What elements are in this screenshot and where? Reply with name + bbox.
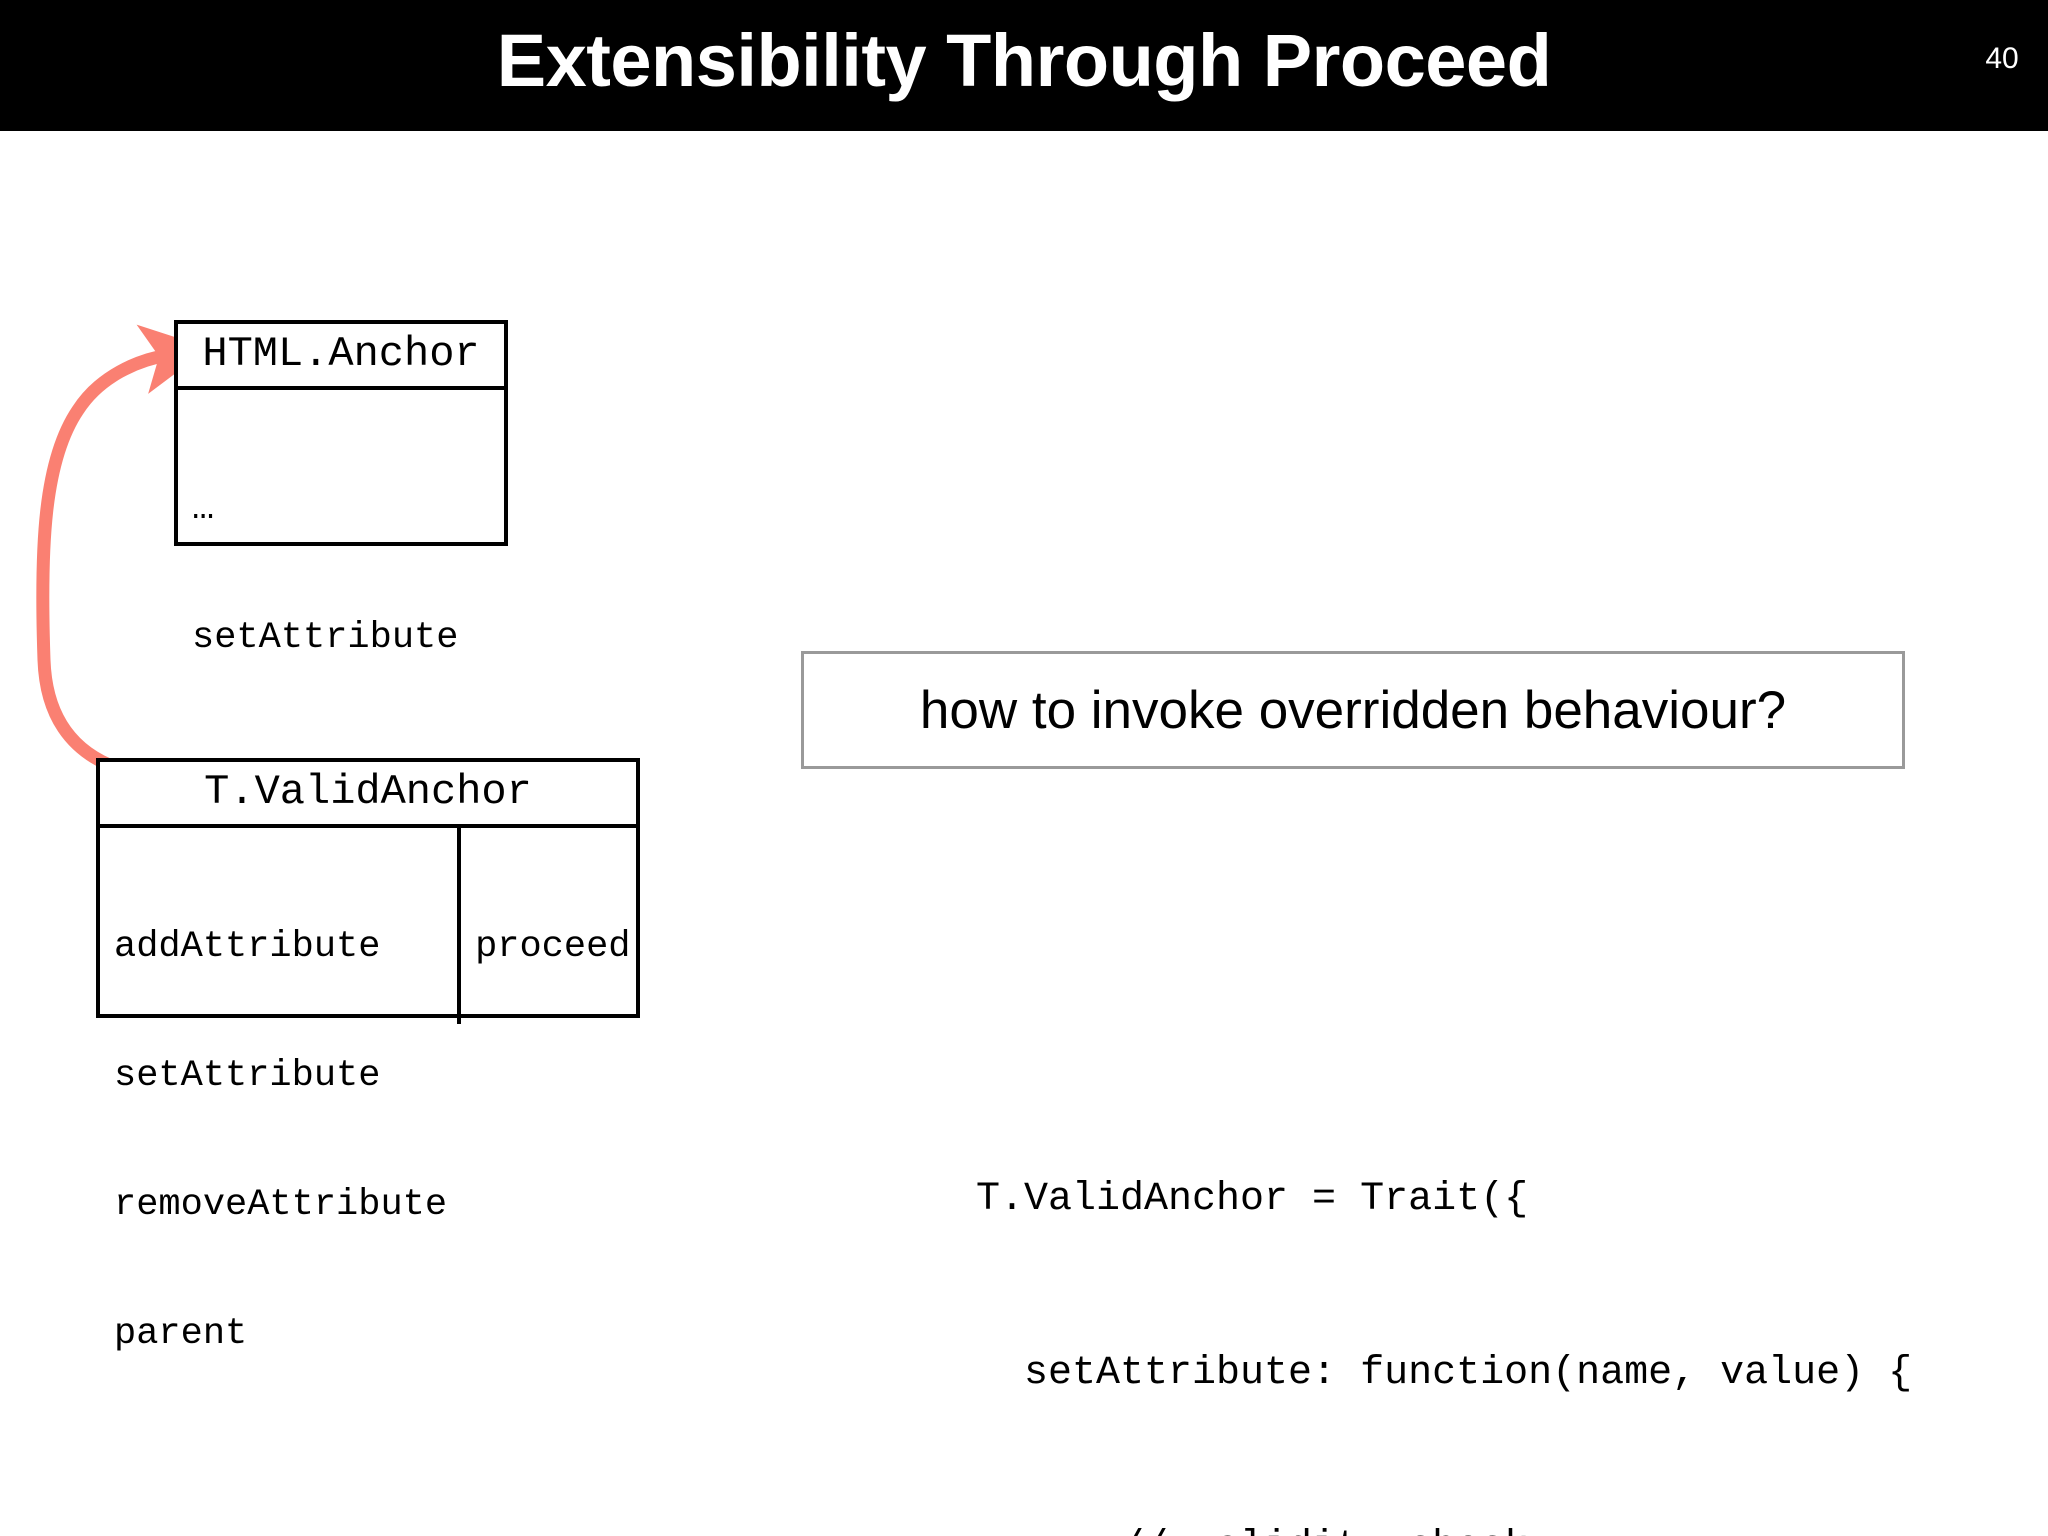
class-title-html-anchor: HTML.Anchor — [178, 324, 504, 390]
page-title: Extensibility Through Proceed — [496, 19, 1552, 102]
class-member: removeAttribute — [114, 1184, 448, 1226]
slide-page-number: 40 — [1985, 42, 2019, 75]
class-box-valid-anchor: T.ValidAnchor addAttribute setAttribute … — [96, 758, 640, 1355]
class-member: setAttribute — [192, 617, 459, 659]
code-line-text: … // validity check — [976, 1525, 1528, 1536]
code-line-text: T.ValidAnchor = Trait({ — [976, 1177, 1529, 1222]
class-member: addAttribute — [114, 926, 381, 968]
class-members-html-anchor: … setAttribute … — [178, 390, 504, 788]
code-line: setAttribute: function(name, value) { — [976, 1345, 1912, 1403]
code-line: T.ValidAnchor = Trait({ — [976, 1171, 1912, 1229]
class-members-valid-anchor-provided: proceed — [457, 828, 642, 1024]
class-member: proceed — [475, 926, 631, 968]
question-callout: how to invoke overridden behaviour? — [801, 651, 1905, 769]
slide-title-bar: Extensibility Through Proceed 40 — [0, 0, 2048, 131]
class-body-valid-anchor: addAttribute setAttribute removeAttribut… — [100, 828, 636, 1355]
class-title-valid-anchor: T.ValidAnchor — [100, 762, 636, 828]
class-box-html-anchor: HTML.Anchor … setAttribute … — [174, 320, 508, 788]
class-member: … — [192, 488, 215, 530]
code-line-text: setAttribute: function(name, value) { — [976, 1351, 1913, 1396]
class-body-html-anchor: … setAttribute … — [178, 390, 504, 788]
class-member: parent — [114, 1313, 248, 1355]
question-callout-text: how to invoke overridden behaviour? — [919, 680, 1787, 740]
code-line: … // validity check — [976, 1519, 1912, 1536]
class-member: setAttribute — [114, 1055, 381, 1097]
class-members-valid-anchor-required: addAttribute setAttribute removeAttribut… — [100, 828, 457, 1355]
code-sample: T.ValidAnchor = Trait({ setAttribute: fu… — [976, 1055, 1912, 1536]
